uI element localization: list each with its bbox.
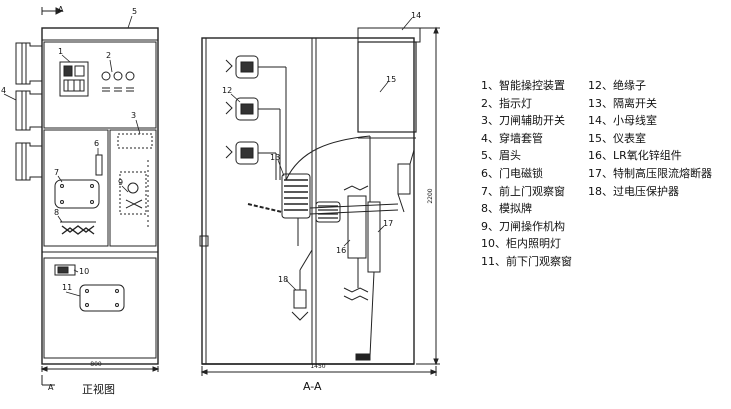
callout-1: 1 [58,47,63,56]
legend-item: 13、隔离开关 [588,96,657,110]
mechanism-door [109,129,157,247]
instrument-room [357,41,417,133]
dimension-800: 800 [90,361,102,368]
aux-switch [117,133,153,149]
insulators [225,55,287,180]
legend-item: 14、小母线室 [588,114,657,128]
callout-10: 10 [79,267,89,276]
zinc-oxide-module [343,185,369,301]
legend-item: 10、柜内照明灯 [481,237,561,251]
indicator-lights [101,71,135,92]
front-view-labels: A A 800 正视图 1 2 3 4 5 6 7 8 9 10 11 [1,5,137,396]
callout-7: 7 [54,168,59,177]
callout-9: 9 [118,178,123,187]
lower-front-door [43,257,157,359]
dimension-1450: 1450 [310,363,325,370]
front-view-caption: 正视图 [82,382,115,396]
legend-item: 17、特制高压限流熔断器 [588,166,712,180]
callout-3: 3 [131,111,136,120]
cabinet-lamp [54,264,76,276]
callout-18: 18 [278,275,288,284]
small-bus-compartment [357,27,421,43]
callout-14: 14 [411,11,421,20]
legend-item: 9、刀闸操作机构 [481,219,565,233]
section-mark-top: A [58,5,64,14]
smart-control-device [59,61,89,97]
legend-item: 2、指示灯 [481,96,532,110]
section-mark-bottom: A [48,383,54,392]
legend-left-column: 1、智能操控装置 2、指示灯 3、刀闸辅助开关 4、穿墙套管 5、眉头 6、门电… [481,80,572,274]
control-panel [43,41,157,129]
front-view [3,7,160,386]
legend-right-column: 12、绝缘子 13、隔离开关 14、小母线室 15、仪表室 16、LR氧化锌组件… [588,80,712,203]
mimic-board [60,221,96,235]
legend-item: 15、仪表室 [588,131,646,145]
section-caption: A-A [303,380,322,393]
legend-item: 6、门电磁锁 [481,166,543,180]
operating-mechanism [119,160,149,230]
callout-6: 6 [94,139,99,148]
callout-2: 2 [106,51,111,60]
callout-15: 15 [386,75,396,84]
callout-16: 16 [336,246,346,255]
callout-4: 4 [1,86,6,95]
legend-item: 7、前上门观察窗 [481,184,565,198]
cabinet-outline [41,27,159,365]
legend-item: 8、模拟牌 [481,202,532,216]
legend-item: 4、穿墙套管 [481,131,543,145]
lower-observation-window [79,284,125,312]
isolation-switch [247,173,399,246]
callout-11: 11 [62,283,72,292]
upper-front-door [43,129,109,247]
legend-item: 12、绝缘子 [588,79,646,92]
callout-5: 5 [132,7,137,16]
operating-handle [397,149,415,213]
door-lock [95,154,103,176]
callout-13: 13 [270,153,280,162]
legend-item: 16、LR氧化锌组件 [588,149,682,163]
eyebrow-panel [41,27,159,41]
callout-8: 8 [54,208,59,217]
surge-protector [291,249,313,321]
section-cabinet-outline [201,37,415,365]
section-view-labels: A-A 1450 2200 12 13 14 15 16 17 18 [222,11,434,393]
hv-fuse [355,136,381,361]
legend-item: 3、刀闸辅助开关 [481,114,565,128]
callout-17: 17 [383,219,393,228]
wall-bushing [15,42,42,181]
dimension-2200: 2200 [427,188,434,203]
legend-item: 11、前下门观察窗 [481,254,572,268]
legend-item: 1、智能操控装置 [481,79,565,92]
section-view [199,17,440,376]
legend-item: 18、过电压保护器 [588,184,679,198]
callout-12: 12 [222,86,232,95]
legend-item: 5、眉头 [481,149,521,163]
upper-observation-window [54,179,100,209]
